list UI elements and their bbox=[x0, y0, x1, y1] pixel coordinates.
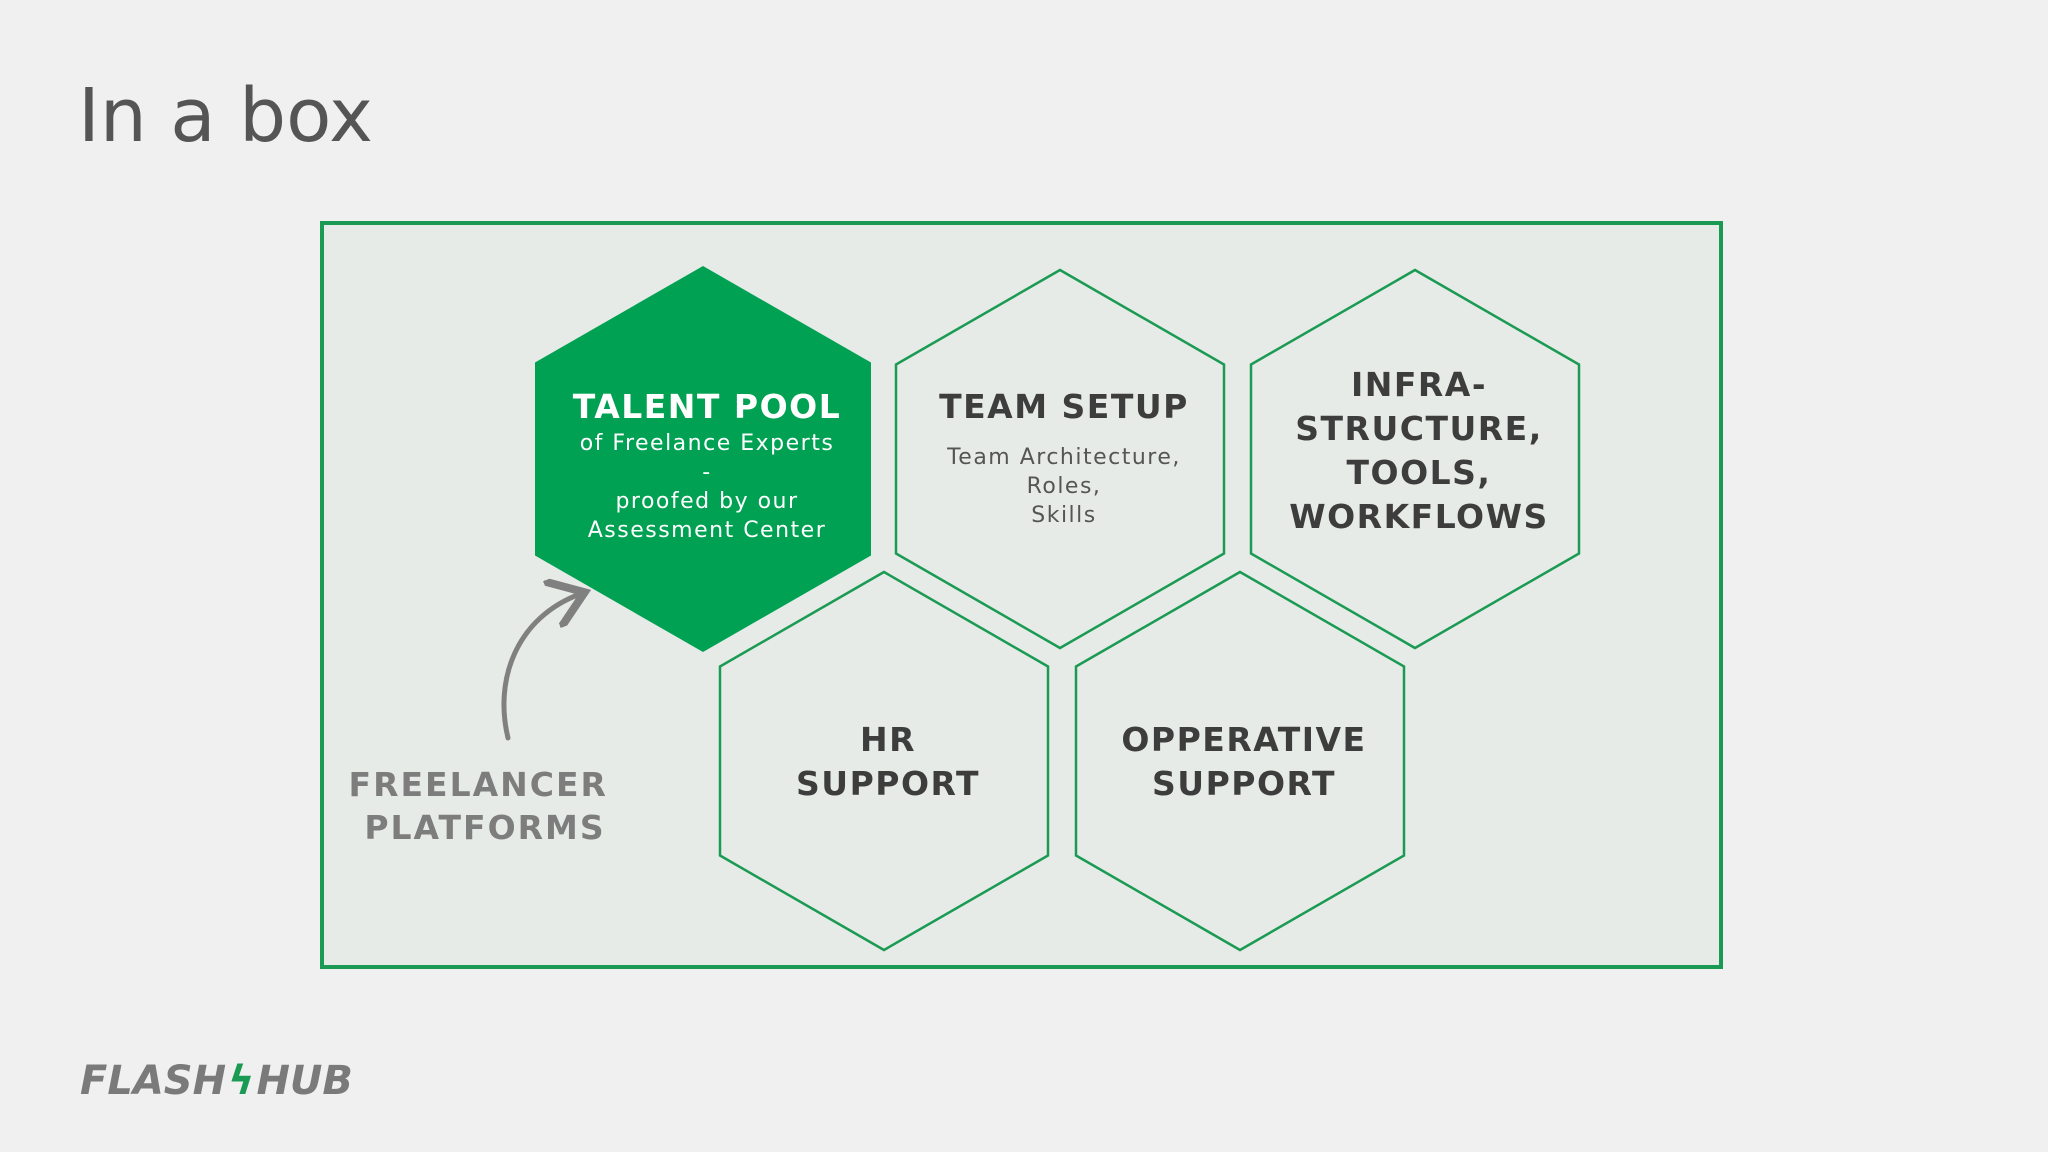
hexagon-subtitle-team-setup: Roles, bbox=[1027, 474, 1102, 499]
side-label: FREELANCER PLATFORMS bbox=[349, 765, 622, 847]
hexagon-title-team-setup: TEAM SETUP bbox=[939, 387, 1189, 426]
hexagon-title-hr-support: SUPPORT bbox=[796, 764, 980, 803]
hexagon-title-infrastructure: STRUCTURE, bbox=[1295, 409, 1543, 448]
hexagon-subtitle-talent-pool: of Freelance Experts bbox=[580, 431, 835, 456]
side-label-line-1: FREELANCER bbox=[349, 765, 608, 804]
hexagon-subtitle-talent-pool: - bbox=[702, 460, 711, 485]
hexagon-title-infrastructure: WORKFLOWS bbox=[1289, 497, 1549, 536]
bolt-icon: ϟ bbox=[228, 1058, 255, 1104]
hexagon-infrastructure bbox=[1249, 268, 1581, 650]
slide-title: In a box bbox=[78, 73, 373, 159]
flashhub-logo: FLASH ϟ HUB bbox=[80, 1058, 353, 1104]
hexagon-subtitle-talent-pool: proofed by our bbox=[615, 489, 798, 514]
hexagon-subtitle-team-setup: Team Architecture, bbox=[946, 445, 1181, 470]
side-label-line-2: PLATFORMS bbox=[364, 808, 605, 847]
logo-left-text: FLASH bbox=[80, 1058, 227, 1104]
hexagon-title-infrastructure: INFRA- bbox=[1351, 365, 1487, 404]
logo-right-text: HUB bbox=[256, 1058, 353, 1104]
hexagon-title-infrastructure: TOOLS, bbox=[1347, 453, 1492, 492]
hexagon-opperative-support bbox=[1074, 570, 1406, 952]
curved-arrow-icon bbox=[501, 594, 580, 741]
hexagon-team-setup bbox=[894, 268, 1226, 650]
hexagon-hr-support bbox=[718, 570, 1050, 952]
hexagon-subtitle-talent-pool: Assessment Center bbox=[588, 518, 827, 543]
hexagon-subtitle-team-setup: Skills bbox=[1031, 503, 1097, 528]
hexagon-talent-pool bbox=[535, 266, 871, 652]
hexagon-title-talent-pool: TALENT POOL bbox=[573, 387, 842, 426]
hexagon-title-opperative-support: SUPPORT bbox=[1152, 764, 1336, 803]
hexagon-title-opperative-support: OPPERATIVE bbox=[1121, 720, 1366, 759]
hexagon-title-hr-support: HR bbox=[860, 720, 916, 759]
